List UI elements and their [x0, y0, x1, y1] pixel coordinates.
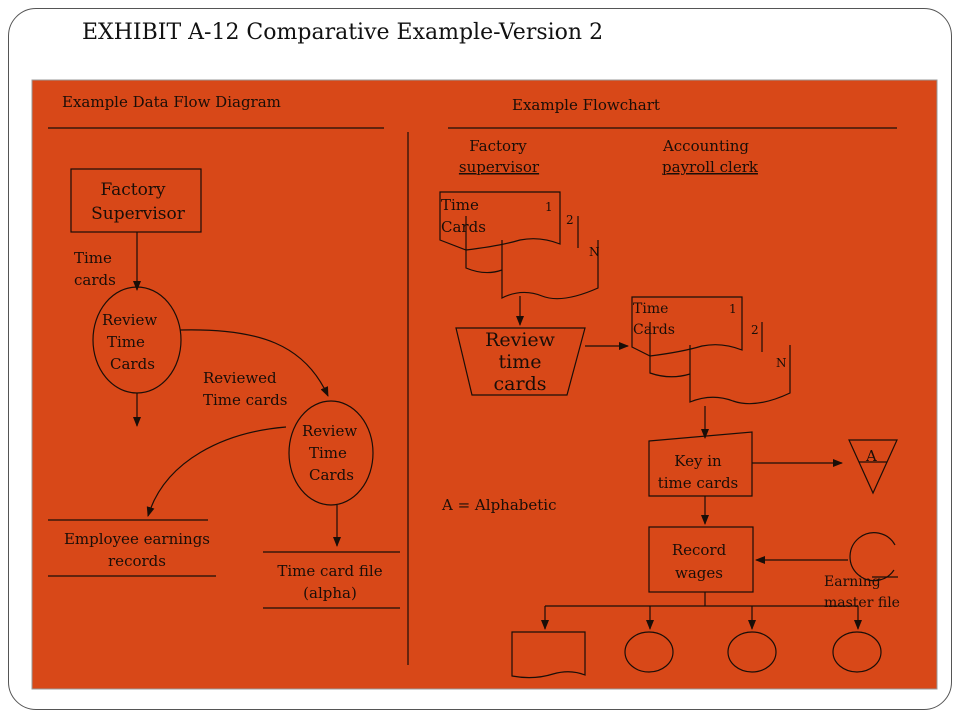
doc1-number: N: [589, 245, 600, 259]
output-document: [511, 631, 586, 679]
flowchart-heading: Example Flowchart: [512, 96, 660, 114]
svg-text:A: A: [865, 447, 877, 465]
doc1-number: 1: [545, 200, 553, 214]
output-circle-1: [624, 631, 674, 673]
output-circle-3: [832, 631, 882, 673]
datastore-time-card-file: Time card file(alpha): [263, 551, 400, 609]
flow-arrow-reviewed: [179, 329, 329, 397]
doc1-number: 2: [566, 213, 574, 227]
offline-storage-triangle: A: [848, 439, 898, 495]
doc2-number: 1: [729, 302, 737, 316]
dfd-heading: Example Data Flow Diagram: [62, 93, 281, 111]
output-circle-2: [727, 631, 777, 673]
svg-text:Time card file(alpha): Time card file(alpha): [277, 562, 382, 602]
entity-line: Factory: [100, 180, 165, 200]
document-stack-time-cards-1: [439, 191, 599, 300]
flow-arrow-to-employee: [146, 426, 287, 517]
legend-alphabetic: A = Alphabetic: [441, 496, 556, 514]
doc2-number: 2: [751, 323, 759, 337]
slide-frame: [8, 8, 952, 710]
entity-line: Supervisor: [91, 204, 186, 224]
magnetic-tape-earning-master: [849, 532, 898, 582]
slide-title: EXHIBIT A-12 Comparative Example-Version…: [82, 20, 604, 45]
document-stack-time-cards-2: [631, 296, 791, 405]
orange-panel: [31, 79, 938, 690]
doc2-number: N: [776, 356, 787, 370]
